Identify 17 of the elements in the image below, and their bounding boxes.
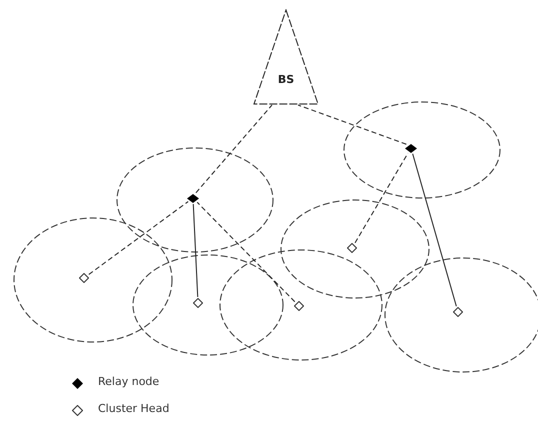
connector-line [195, 104, 272, 194]
cluster-head-marker [294, 301, 304, 311]
connector-line [88, 201, 189, 275]
connector-line [412, 153, 457, 307]
cluster-head-marker [347, 243, 357, 253]
connector-line [196, 202, 296, 302]
legend-label: Relay node [98, 375, 160, 388]
connector-line [298, 104, 407, 145]
relay-node-marker [187, 194, 199, 202]
cluster-head-marker [193, 298, 203, 308]
base-station-triangle [253, 9, 319, 105]
node-label: BS [276, 73, 296, 86]
relay-node-marker [405, 144, 417, 152]
cluster-head-marker [79, 273, 89, 283]
connector-line [192, 204, 198, 298]
cluster-head-marker [453, 307, 463, 317]
legend-label: Cluster Head [98, 402, 170, 415]
